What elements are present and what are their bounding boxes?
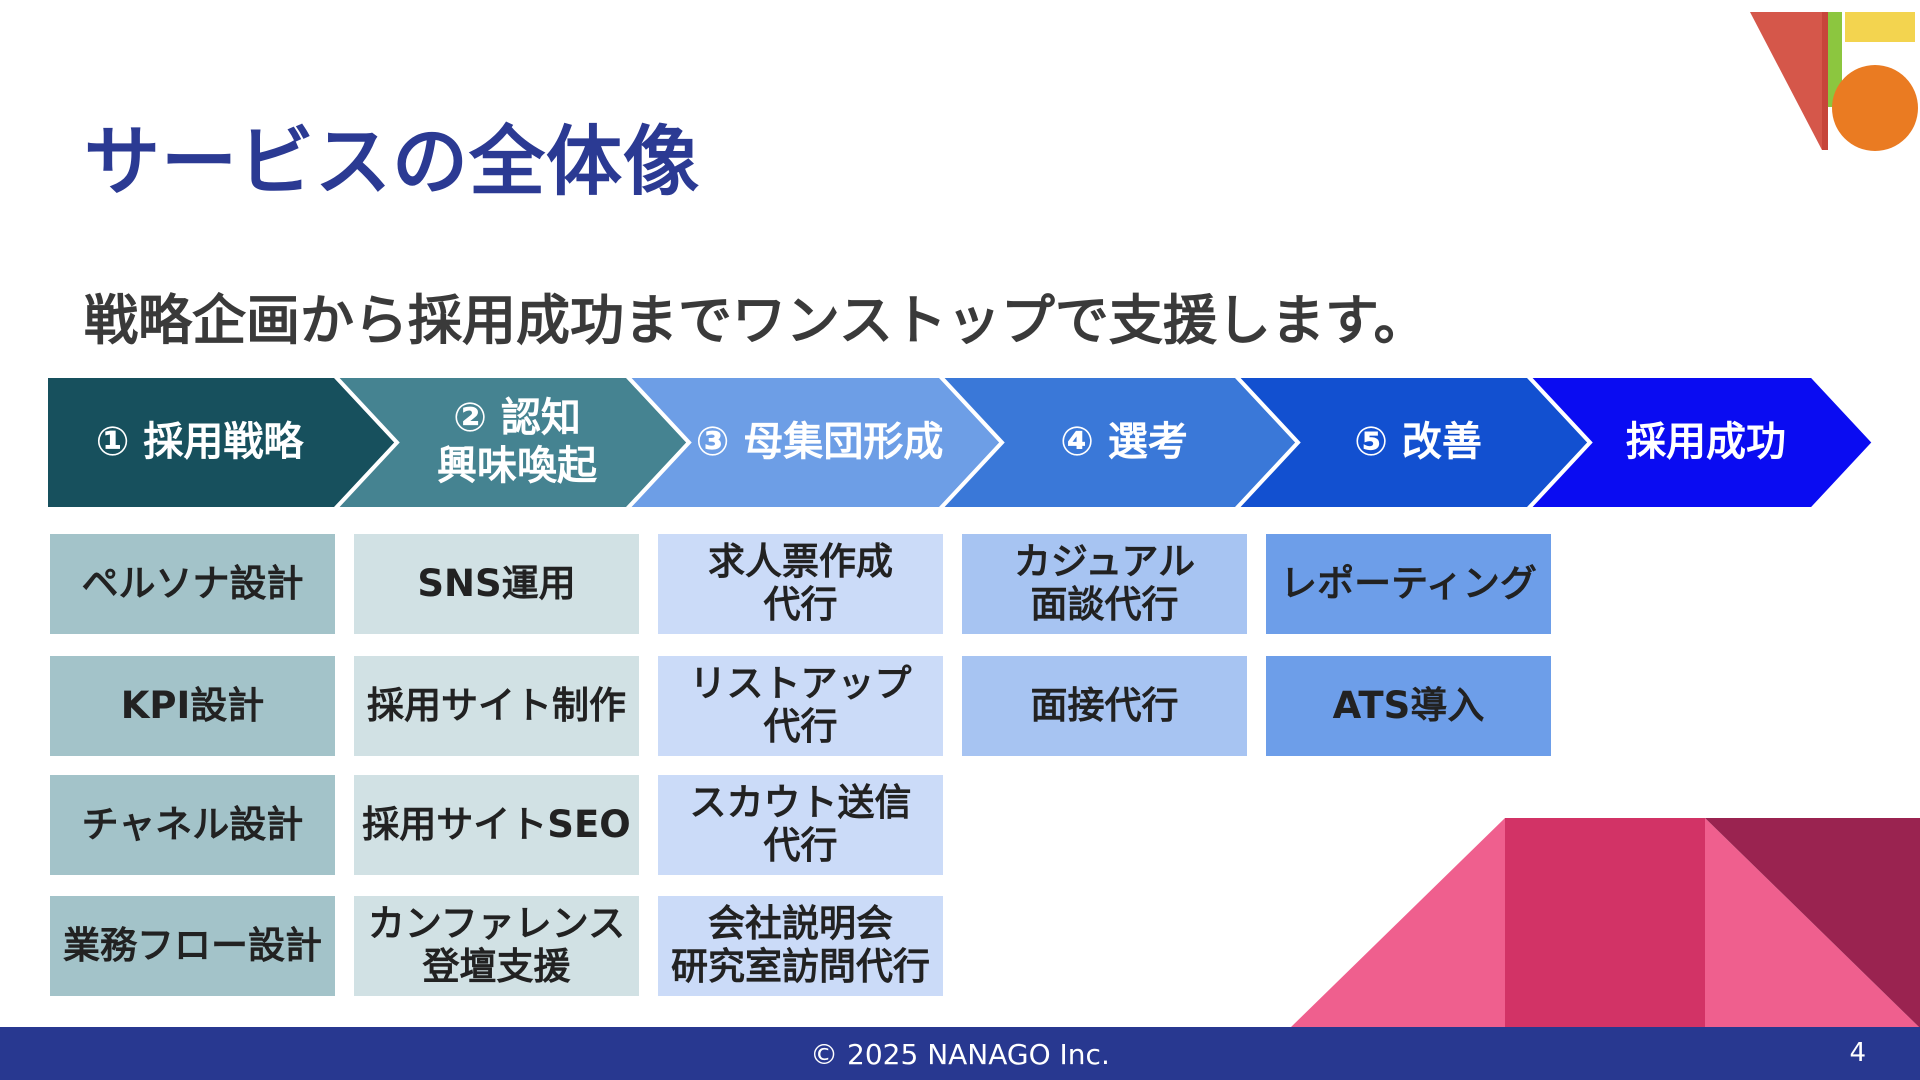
- stage-label: ① 採用戦略: [95, 418, 304, 465]
- service-item: 採用サイトSEO: [354, 775, 639, 875]
- stage-label: ③ 母集団形成: [695, 418, 944, 465]
- service-item: 業務フロー設計: [50, 896, 335, 996]
- stage-label: 採用成功: [1626, 418, 1786, 465]
- service-item: チャネル設計: [50, 775, 335, 875]
- stage-label: ④ 選考: [1060, 418, 1188, 465]
- copyright-text: © 2025 NANAGO Inc.: [810, 1038, 1110, 1071]
- service-item: カンファレンス 登壇支援: [354, 896, 639, 996]
- slide-subtitle: 戦略企画から採用成功までワンストップで支援します。: [84, 289, 1428, 352]
- service-item: リストアップ 代行: [658, 656, 943, 756]
- service-item: SNS運用: [354, 534, 639, 634]
- service-item: KPI設計: [50, 656, 335, 756]
- footer-bar: [0, 1027, 1920, 1080]
- service-item: 採用サイト制作: [354, 656, 639, 756]
- slide-title: サービスの全体像: [84, 117, 700, 206]
- service-item: ペルソナ設計: [50, 534, 335, 634]
- service-item: 会社説明会 研究室訪問代行: [658, 896, 943, 996]
- service-item: 面接代行: [962, 656, 1247, 756]
- service-item: レポーティング: [1266, 534, 1551, 634]
- decorative-shapes: [1290, 818, 1920, 1028]
- service-item: カジュアル 面談代行: [962, 534, 1247, 634]
- service-item: 求人票作成 代行: [658, 534, 943, 634]
- service-item: ATS導入: [1266, 656, 1551, 756]
- nanago-logo-icon: [1750, 12, 1918, 151]
- service-item: スカウト送信 代行: [658, 775, 943, 875]
- stage-label: ⑤ 改善: [1354, 418, 1482, 465]
- page-number: 4: [1849, 1038, 1866, 1068]
- stage-label: ② 認知 興味喚起: [437, 395, 597, 489]
